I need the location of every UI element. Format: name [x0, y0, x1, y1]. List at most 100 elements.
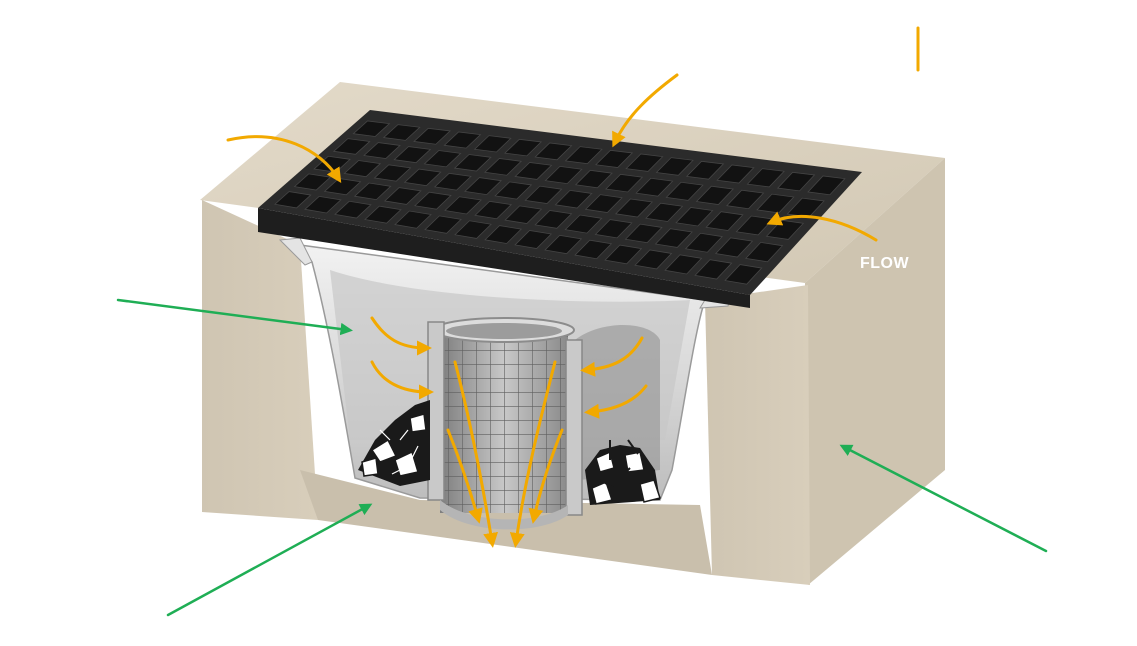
cylinder-screen [427, 317, 583, 530]
curved-arrow-icon [612, 73, 679, 148]
grate-cell [444, 196, 482, 215]
grate-cell [746, 168, 785, 188]
grate-cell [514, 230, 553, 250]
grate-cell [716, 164, 755, 184]
grate-cell [634, 249, 673, 270]
grate-cell [684, 232, 724, 253]
screen-mesh [440, 328, 568, 513]
grate-cell [745, 241, 784, 263]
flow-label: FLOW [860, 255, 910, 272]
grate-cell [765, 219, 805, 240]
grate-front-edge [258, 208, 750, 308]
debris-left [358, 400, 430, 486]
pointer-arrow-icon [166, 503, 373, 617]
grate-cell [454, 220, 492, 239]
curved-arrow-icon [226, 135, 342, 184]
grate-cell [484, 158, 523, 176]
grate-cell [544, 165, 583, 185]
grate-cell [373, 164, 412, 182]
grate-cell [304, 195, 342, 214]
grate-cell [334, 200, 372, 219]
grate-cell [464, 177, 502, 196]
grate-cell [584, 194, 623, 213]
grate-cell [274, 191, 312, 209]
grate-cell [332, 138, 371, 155]
concrete-right-wall [705, 285, 810, 585]
grate-cell [394, 210, 432, 229]
grate-cell [654, 228, 693, 248]
grate-cell [524, 185, 563, 204]
grate-cell [363, 142, 401, 159]
grate-cell [614, 198, 654, 218]
grate-cell [473, 135, 512, 153]
grate-cell [353, 182, 392, 201]
screen-right-frame [565, 339, 583, 516]
grate-cell [574, 239, 613, 260]
grate-cell [352, 120, 391, 137]
grate-cell [714, 237, 754, 258]
grate-cell [665, 181, 704, 201]
grate-cell [343, 160, 382, 178]
concrete-right-face [805, 158, 945, 585]
grate-cell [645, 202, 684, 222]
grate-cell [776, 171, 816, 192]
curved-arrow-icon [446, 428, 483, 524]
grate-cell [393, 146, 432, 164]
grate-cell [504, 138, 543, 157]
grate-cell [604, 244, 643, 265]
curved-arrow-icon [584, 384, 648, 419]
grate-cell [624, 223, 663, 244]
grate-cell [414, 191, 452, 210]
grate-cell [534, 142, 573, 161]
grate-cell [382, 124, 421, 141]
curved-arrow-icon [580, 336, 644, 377]
grate-cell [504, 205, 543, 224]
curved-arrow-icon [766, 211, 878, 242]
grate-cell [625, 153, 664, 172]
curved-arrow-icon [528, 428, 564, 524]
grate-cell [595, 149, 634, 168]
callout-arrows [116, 298, 1048, 617]
grate-cell [544, 234, 583, 255]
grate-cell [605, 173, 644, 193]
grate-cells [274, 120, 846, 285]
grate-cell [695, 185, 735, 205]
grate-cell [564, 146, 603, 165]
curved-arrow-icon [370, 360, 434, 400]
curved-arrow-icon [509, 360, 557, 548]
grate-cell [413, 127, 452, 145]
grate-cell [635, 177, 674, 197]
grate-cell [574, 169, 613, 189]
screen-top-opening [446, 323, 562, 339]
curved-arrow-icon [370, 316, 432, 356]
grate [258, 110, 862, 308]
grate-cell [494, 181, 533, 200]
grate-cell [807, 175, 846, 196]
grate-cell [484, 225, 523, 244]
grate-cell [554, 189, 593, 209]
grate-cell [514, 161, 553, 180]
grate-cell [534, 210, 573, 229]
grate-cell [424, 215, 462, 234]
grate-cell [705, 211, 744, 231]
grate-cell [664, 254, 703, 275]
grate-cell [655, 157, 694, 176]
grate-cell [694, 259, 733, 280]
grate-cell [433, 172, 472, 191]
grate-cell [403, 168, 442, 187]
grate-cell [474, 200, 513, 220]
screen-left-frame [427, 321, 445, 501]
grate-cell [685, 160, 725, 180]
debris-right [585, 439, 661, 505]
grate-cell [724, 264, 763, 285]
grate-cell [726, 189, 765, 210]
grate-cell [423, 150, 462, 168]
grate-cell [564, 214, 603, 234]
curved-arrow-icon [453, 360, 498, 548]
pointer-arrow-icon [116, 298, 353, 336]
basket-cavity [575, 325, 660, 480]
grate-cell [383, 187, 422, 205]
grate-cell [364, 205, 402, 224]
grate-cell [443, 131, 482, 149]
